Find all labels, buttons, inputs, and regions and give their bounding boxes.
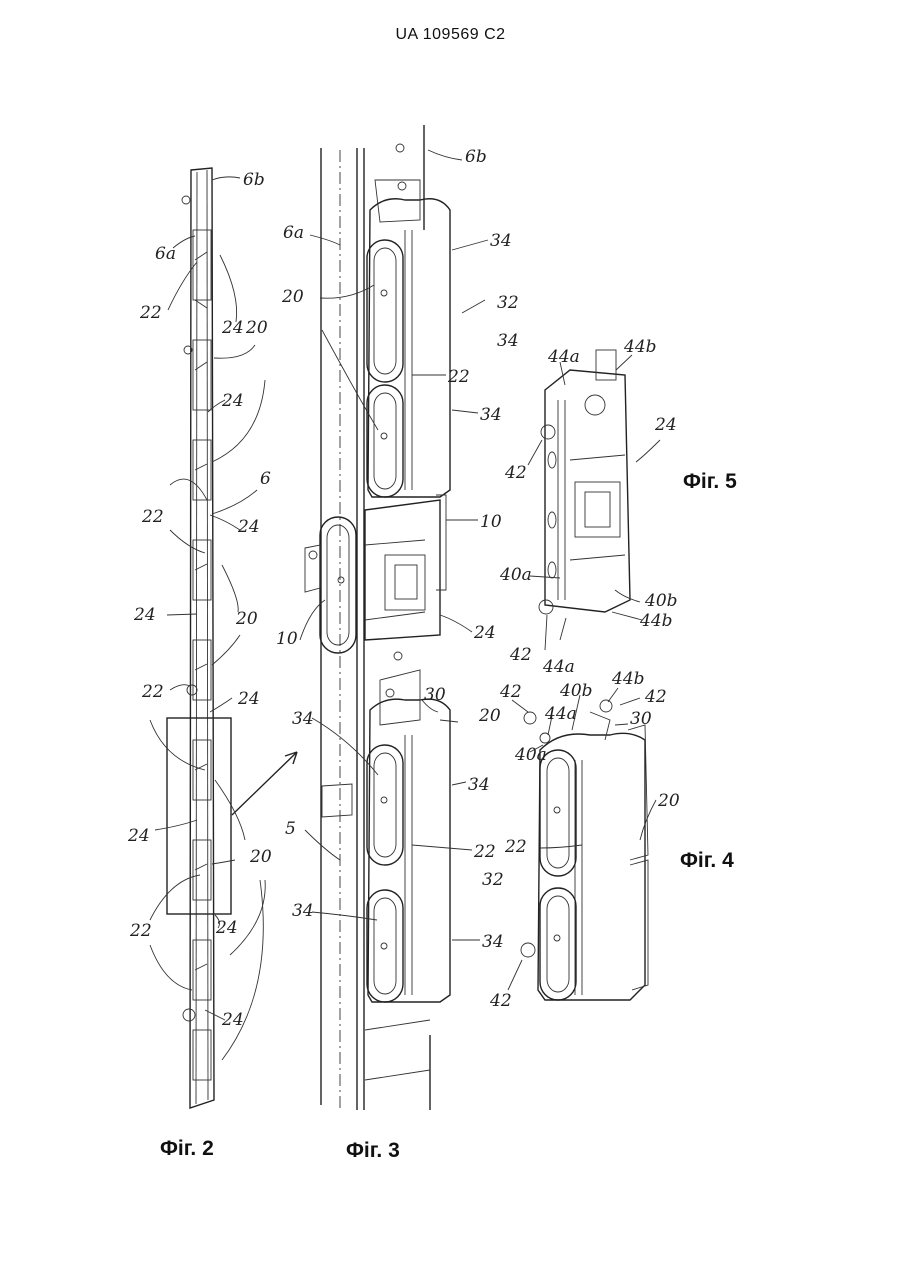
fig3-reference-numeral: 22: [473, 842, 496, 862]
fig3-reference-numeral: 34: [292, 901, 314, 921]
fig3-reference-numeral: 20: [478, 706, 501, 726]
fig3-reference-numeral: 10: [480, 512, 502, 532]
fig3-reference-numeral: 32: [482, 870, 504, 890]
fig3-reference-numeral: 6b: [465, 147, 487, 167]
fig4-reference-numeral: 22: [504, 837, 527, 857]
fig4-reference-numeral: 44a: [544, 704, 577, 724]
fig3-reference-numeral: 34: [490, 231, 512, 251]
fig2-reference-numeral: 22: [141, 682, 164, 702]
fig2-reference-numeral: 6a: [155, 244, 176, 264]
fig2-reference-numeral: 24: [237, 689, 260, 709]
fig2-reference-numeral: 24: [221, 318, 244, 338]
fig3-reference-numeral: 34: [468, 775, 490, 795]
fig3-drawing: 6b 6a 34 20 32 34 22 34 10 10 24 30 20 3…: [276, 125, 519, 1110]
fig2-reference-numeral: 24: [133, 605, 156, 625]
fig5-reference-numeral: 24: [654, 415, 677, 435]
fig3-reference-numeral: 20: [281, 287, 304, 307]
fig5-reference-numeral: 42: [504, 463, 527, 483]
fig3-reference-numeral: 22: [447, 367, 470, 387]
fig4-reference-numeral: 44b: [611, 669, 645, 689]
fig3-reference-numeral: 24: [473, 623, 496, 643]
fig4-reference-numeral: 40b: [559, 681, 593, 701]
fig2-drawing: 6b 6a 22 24 20 24 6 22 24 24 20 22 24 24…: [127, 168, 297, 1108]
fig4-caption: Фіг. 4: [680, 849, 734, 873]
fig2-reference-numeral: 24: [237, 517, 260, 537]
fig5-reference-numeral: 44a: [547, 347, 580, 367]
fig2-reference-numeral: 24: [127, 826, 150, 846]
fig2-reference-numeral: 22: [141, 507, 164, 527]
fig3-reference-numeral: 34: [497, 331, 519, 351]
fig5-drawing: 44a 44b 42 24 40a 40b 44b 42 44a: [499, 337, 678, 677]
fig3-reference-numeral: 34: [482, 932, 504, 952]
fig4-reference-numeral: 20: [657, 791, 680, 811]
fig5-reference-numeral: 40b: [644, 591, 678, 611]
fig2-reference-numeral: 22: [129, 921, 152, 941]
fig3-reference-numeral: 30: [424, 685, 446, 705]
fig4-reference-numeral: 40a: [514, 745, 547, 765]
fig2-caption: Фіг. 2: [160, 1137, 214, 1161]
fig2-reference-numeral: 20: [235, 609, 258, 629]
fig3-reference-numeral: 6a: [283, 223, 304, 243]
fig4-reference-numeral: 42: [644, 687, 667, 707]
fig3-reference-numeral: 5: [285, 819, 296, 839]
fig2-reference-numeral: 6b: [243, 170, 265, 190]
fig5-reference-numeral: 42: [509, 645, 532, 665]
fig2-reference-numeral: 6: [260, 469, 271, 489]
fig5-reference-numeral: 44a: [542, 657, 575, 677]
fig3-reference-numeral: 32: [497, 293, 519, 313]
fig5-reference-numeral: 40a: [499, 565, 532, 585]
fig3-reference-numeral: 34: [480, 405, 502, 425]
fig3-reference-numeral: 34: [292, 709, 314, 729]
fig5-reference-numeral: 44b: [623, 337, 657, 357]
fig2-reference-numeral: 24: [215, 918, 238, 938]
fig2-reference-numeral: 24: [221, 391, 244, 411]
fig2-reference-numeral: 24: [221, 1010, 244, 1030]
fig2-reference-numeral: 22: [139, 303, 162, 323]
fig5-reference-numeral: 44b: [639, 611, 673, 631]
fig5-caption: Фіг. 5: [683, 470, 737, 494]
fig4-drawing: 42 40b 44b 42 44a 40a 30 20 22 42: [489, 669, 680, 1011]
fig4-reference-numeral: 30: [630, 709, 652, 729]
fig4-reference-numeral: 42: [489, 991, 512, 1011]
fig2-reference-numeral: 20: [245, 318, 268, 338]
fig3-reference-numeral: 10: [276, 629, 298, 649]
fig2-reference-numeral: 20: [249, 847, 272, 867]
fig4-reference-numeral: 42: [499, 682, 522, 702]
fig3-caption: Фіг. 3: [346, 1139, 400, 1163]
